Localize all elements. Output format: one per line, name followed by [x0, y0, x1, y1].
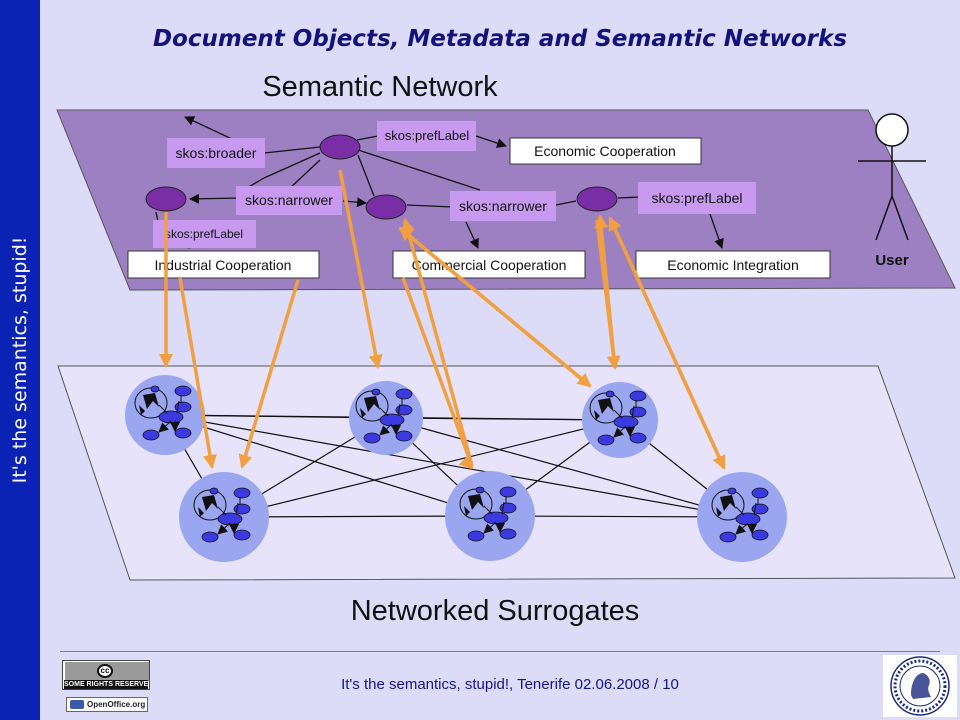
cc-badge-text: SOME RIGHTS RESERVED	[64, 680, 148, 689]
svg-text:skos:prefLabel: skos:prefLabel	[385, 128, 470, 143]
svg-text:skos:prefLabel: skos:prefLabel	[165, 227, 243, 241]
svg-text:skos:broader: skos:broader	[176, 145, 257, 161]
surrogate-1	[125, 375, 205, 455]
svg-text:skos:prefLabel: skos:prefLabel	[651, 190, 742, 206]
annotation-arrows	[159, 169, 726, 470]
surrogate-5	[445, 471, 535, 561]
svg-text:skos:narrower: skos:narrower	[459, 198, 547, 214]
openoffice-icon	[70, 700, 84, 709]
cc-symbol: cc	[97, 664, 113, 678]
openoffice-badge[interactable]: OpenOffice.org	[66, 697, 148, 712]
surrogate-6	[697, 472, 787, 562]
footer-divider	[60, 651, 940, 652]
user-figure	[858, 113, 926, 241]
top-plane-title: Semantic Network	[262, 71, 498, 103]
openoffice-badge-text: OpenOffice.org	[87, 700, 146, 709]
concept-nodes	[145, 134, 618, 220]
surrogate-3	[582, 382, 658, 458]
creative-commons-badge[interactable]: cc SOME RIGHTS RESERVED	[62, 660, 150, 690]
footer-text: It's the semantics, stupid!, Tenerife 02…	[341, 676, 679, 693]
svg-text:Commercial Cooperation: Commercial Cooperation	[412, 257, 567, 273]
svg-text:Economic Integration: Economic Integration	[667, 257, 799, 273]
concept-labels: Economic Cooperation Industrial Cooperat…	[127, 137, 831, 279]
user-label: User	[875, 252, 909, 269]
svg-text:skos:narrower: skos:narrower	[245, 192, 333, 208]
sidebar-title: It's the semantics, stupid!	[9, 236, 31, 484]
svg-text:Economic Cooperation: Economic Cooperation	[534, 143, 676, 159]
bottom-plane-title: Networked Surrogates	[351, 595, 640, 627]
predicate-labels: skos:broader skos:prefLabel skos:narrowe…	[153, 121, 756, 248]
slide-title: Document Objects, Metadata and Semantic …	[152, 26, 848, 52]
surrogate-2	[349, 381, 423, 455]
semantic-network-diagram: Semantic Network Networked Surrogates sk…	[56, 71, 956, 627]
cc-logo-icon: cc	[65, 662, 149, 681]
sidebar: It's the semantics, stupid!	[0, 0, 40, 720]
svg-text:Industrial Cooperation: Industrial Cooperation	[155, 257, 292, 273]
surrogate-4	[179, 472, 269, 562]
surrogates	[125, 375, 787, 562]
university-seal-icon	[883, 655, 957, 717]
